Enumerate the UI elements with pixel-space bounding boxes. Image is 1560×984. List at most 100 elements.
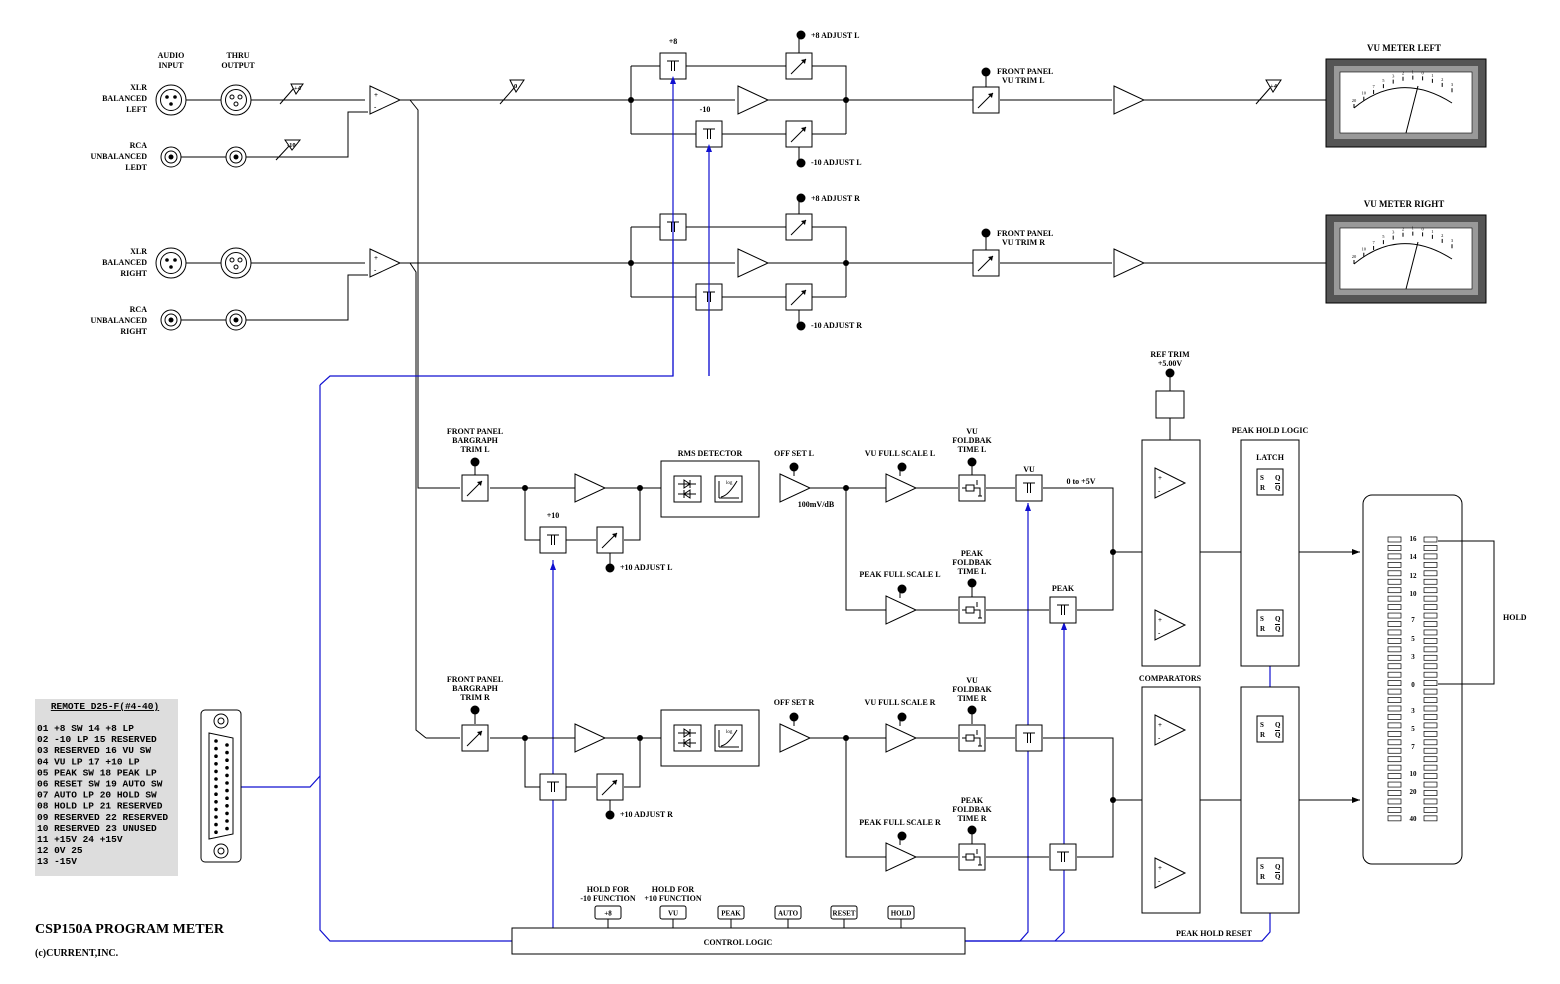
remote-row: 12 0V 25 (37, 845, 83, 856)
d25-pin (225, 773, 229, 778)
copyright-label: (c)CURRENT,INC. (35, 948, 119, 959)
vu-tick-label: 7 (1372, 84, 1375, 89)
bar-segment-right (1423, 536, 1438, 543)
remote-row: 06 RESET SW 19 AUTO SW (37, 779, 163, 790)
remote-title: REMOTE D25-F(#4-40) (51, 701, 159, 712)
control-button-vu[interactable]: VU (659, 905, 687, 928)
remote-pinout-table (35, 699, 178, 876)
vu-tick-label: 3 (1451, 82, 1454, 87)
control-button-plus8[interactable]: +8 (594, 905, 622, 928)
rca-right-wire (181, 274, 368, 321)
peak-switch-r (1049, 843, 1077, 871)
bar-segment-left (1387, 815, 1402, 822)
vu-tick-label: 5 (1382, 78, 1385, 83)
d25-pin (214, 746, 218, 751)
bar-segment-left (1387, 807, 1402, 813)
bar-scale-label: 14 (1410, 553, 1418, 561)
bar-segment-right (1423, 663, 1438, 670)
peak-full-r-label: PEAK FULL SCALE R (859, 818, 941, 827)
xlr-right-input-icon (155, 247, 187, 279)
bar-scale-label: 20 (1410, 788, 1418, 796)
bar-segment-right (1423, 578, 1438, 585)
svg-text:HOLD: HOLD (891, 910, 912, 918)
remote-row: 02 -10 LP 15 RESERVED (37, 734, 157, 745)
rms-detector-label: RMS DETECTOR (678, 449, 743, 458)
vu-tick-label: 3 (1451, 238, 1454, 243)
bar-scale-label: 3 (1411, 653, 1415, 661)
control-button-reset[interactable]: RESET (830, 905, 858, 928)
d25-pin (225, 743, 229, 747)
plus10-switch-r (539, 773, 567, 801)
bar-scale-label: 10 (1410, 770, 1418, 778)
bar-scale-label: 0 (1411, 681, 1415, 689)
vu-needle-left (1405, 85, 1419, 134)
vu-foldbak-l-block (958, 474, 986, 502)
bar-segment-right (1423, 612, 1438, 619)
hold-bracket (1438, 540, 1495, 685)
bar-segment-left (1387, 705, 1402, 712)
comparator-logic-wiring (1200, 551, 1360, 801)
hold-minus10-label: HOLD FOR-10 FUNCTION (580, 885, 636, 903)
right-minus10-adjust-pot (785, 283, 813, 311)
bar-segment-left (1387, 578, 1402, 585)
d25-pin (225, 819, 229, 823)
bar-segment-left (1387, 756, 1402, 763)
bar-scale-label: 10 (1410, 590, 1418, 598)
control-button-hold[interactable]: HOLD (887, 905, 915, 928)
rca-right-thru-icon (225, 309, 247, 331)
bar-segment-left (1387, 764, 1402, 771)
bar-segment-right (1423, 722, 1438, 729)
d25-pin (225, 788, 229, 793)
plus8-adjust-r-label: +8 ADJUST R (811, 194, 860, 203)
bar-segment-right (1423, 671, 1438, 678)
bar-segment-right (1423, 730, 1438, 737)
vu-tick-label: 3 (1392, 230, 1395, 235)
plus8-label: +8 (669, 37, 678, 46)
left-gain-amp (737, 85, 769, 115)
bar-scale-label: 3 (1411, 707, 1415, 715)
vu-tick-label: 2 (1402, 227, 1404, 232)
remote-row: 01 +8 SW 14 +8 LP (37, 723, 134, 734)
offset-amp-r (779, 723, 811, 753)
bar-segment-right (1423, 629, 1438, 636)
bar-segment-right (1423, 815, 1438, 822)
control-button-auto[interactable]: AUTO (774, 905, 802, 928)
bargraph-trim-l-pot (461, 474, 489, 502)
offset-r-label: OFF SET R (774, 698, 815, 707)
left-minus10-adjust-pot (785, 120, 813, 148)
bar-segment-left (1387, 714, 1402, 720)
right-range-wiring (630, 226, 1327, 298)
d25-pin (225, 781, 229, 785)
d25-pin (214, 792, 218, 796)
bar-segment-right (1423, 688, 1438, 695)
bar-segment-right (1423, 638, 1438, 644)
bar-segment-left (1387, 773, 1402, 779)
svg-text:PEAK: PEAK (721, 910, 741, 918)
bar-segment-right (1423, 545, 1438, 551)
minus10-label: -10 (700, 105, 711, 114)
pad-zero-symbol: 0 (499, 79, 525, 105)
input-amp-left (369, 85, 401, 115)
bar-segment-left (1387, 798, 1402, 805)
bar-segment-right (1423, 756, 1438, 763)
rectifier-l-icon (673, 475, 702, 503)
bar-scale-label: 12 (1410, 572, 1418, 580)
remote-row: 03 RESERVED 16 VU SW (37, 745, 151, 756)
xlr-left-input-icon (155, 84, 187, 116)
control-button-peak[interactable]: PEAK (717, 905, 745, 928)
bargraph-amp-r (574, 723, 606, 753)
pad-plus4-right-symbol: +4 (1255, 79, 1282, 105)
vu-tick-label: 10 (1362, 91, 1367, 96)
vu-tick-label: 3 (1392, 74, 1395, 79)
bar-segment-right (1423, 646, 1438, 653)
control-bus-left (319, 385, 512, 942)
peak-control-line (1054, 622, 1065, 942)
control-logic-box (511, 927, 966, 955)
d25-pin (214, 784, 218, 789)
diagram-title: CSP150A PROGRAM METER (35, 922, 225, 937)
